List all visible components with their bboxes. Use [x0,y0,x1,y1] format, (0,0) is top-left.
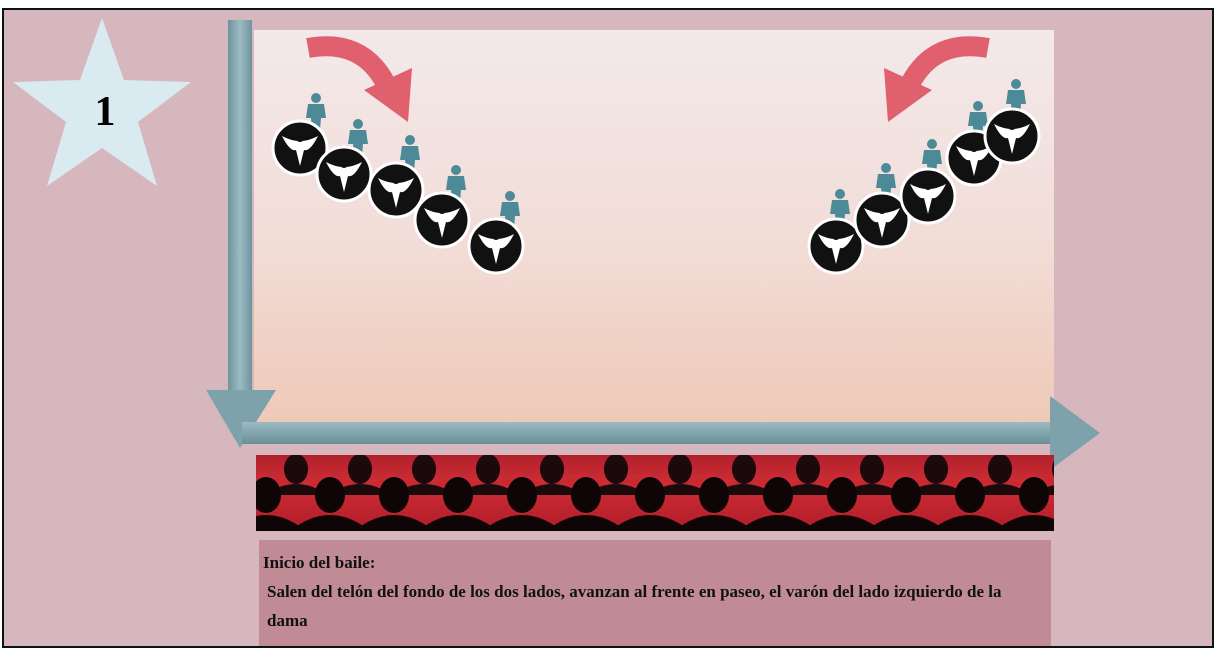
audience-member [904,455,968,495]
caption-box: Inicio del baile: Salen del telón del fo… [259,540,1051,646]
audience-member [482,477,562,531]
audience-member [994,477,1054,531]
audience-silhouette-icon [256,455,1054,531]
audience-member [610,477,690,531]
audience-member [354,477,434,531]
woman-skirt-icon [853,191,911,249]
audience-member [546,477,626,531]
man-silhouette-icon [1006,79,1026,116]
slide-frame: 1 Inicio del baile: Salen del telón del … [2,8,1214,648]
caption-heading: Inicio del baile: [263,553,376,572]
woman-skirt-icon [467,217,525,275]
audience-member [674,477,754,531]
woman-skirt-icon [899,167,957,225]
audience-member [866,477,946,531]
woman-skirt-icon [367,161,425,219]
stage-diagram [13,18,1100,470]
man-silhouette-icon [968,101,988,138]
audience-member [738,477,818,531]
audience-member [930,477,1010,531]
audience-member [802,477,882,531]
woman-skirt-icon [807,217,865,275]
man-silhouette-icon [306,93,326,130]
right-movement-arrow [884,36,990,122]
caption-body: Salen del telón del fondo de los dos lad… [267,582,1002,630]
woman-skirt-icon [413,191,471,249]
audience-band [256,455,1054,531]
vertical-axis-arrow [206,20,276,448]
man-silhouette-icon [876,163,896,200]
man-silhouette-icon [830,189,850,226]
man-silhouette-icon [922,139,942,176]
woman-skirt-icon [983,107,1041,165]
horizontal-axis-arrow [242,396,1100,470]
star-icon [13,18,191,186]
audience-member [290,477,370,531]
left-movement-arrow [306,36,412,122]
woman-skirt-icon [271,119,329,177]
man-silhouette-icon [400,135,420,172]
step-number: 1 [94,89,116,135]
man-silhouette-icon [500,191,520,228]
woman-skirt-icon [315,145,373,203]
man-silhouette-icon [446,165,466,202]
dancer-group [271,79,1041,275]
man-silhouette-icon [348,119,368,156]
audience-member [256,477,306,531]
audience-member [418,477,498,531]
